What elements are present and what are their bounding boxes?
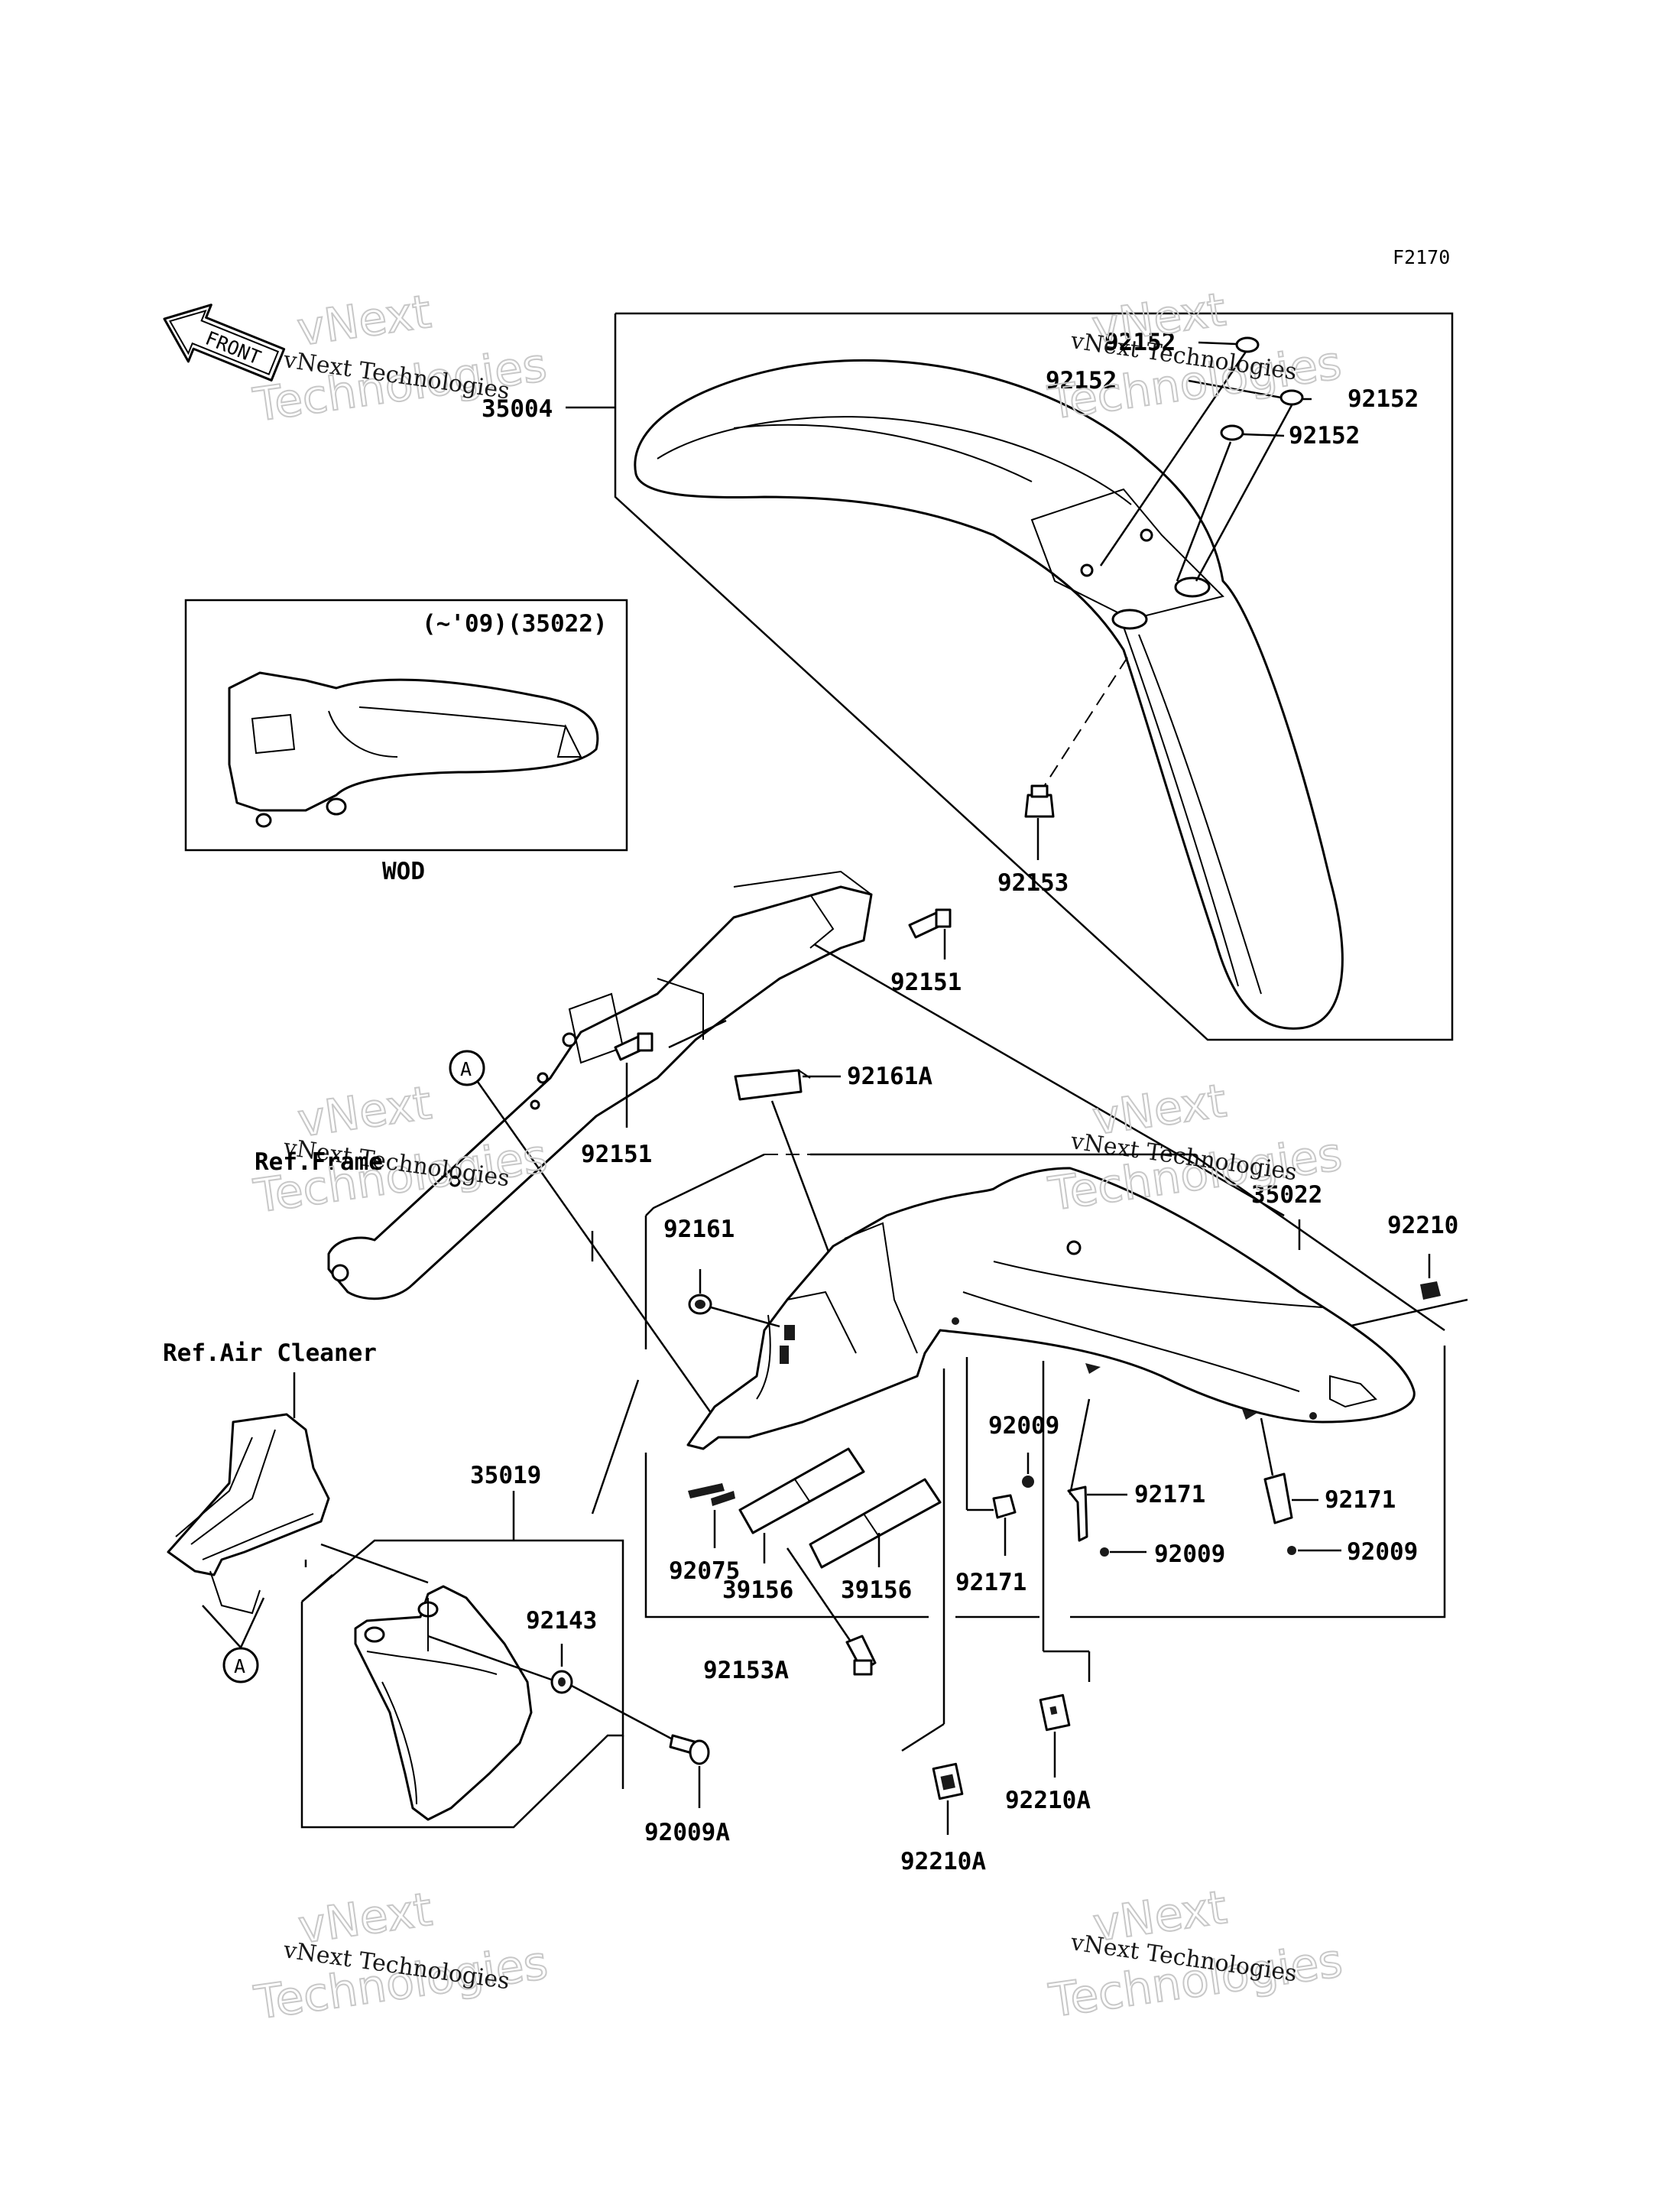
part-92143: 92143: [526, 1607, 597, 1635]
bolt-92009A: [669, 1734, 710, 1808]
part-35022: 35022: [1251, 1181, 1322, 1209]
subframe-mount-lines: [813, 943, 1285, 1217]
clip-92210A-right: [1039, 1361, 1091, 1778]
part-92151-a: 92151: [890, 969, 962, 996]
front-fender: [634, 359, 1344, 1030]
part-35019: 35019: [470, 1462, 541, 1489]
part-39156-b: 39156: [841, 1576, 912, 1604]
clamp-92171-right: [1260, 1417, 1341, 1555]
part-92152-a: 92152: [1104, 329, 1176, 356]
clip-92210: [1420, 1254, 1441, 1300]
part-35004: 35004: [482, 395, 553, 423]
pin-92075: [688, 1483, 735, 1548]
part-92210A-b: 92210A: [1005, 1787, 1091, 1814]
svg-text:vNext: vNext: [294, 285, 434, 357]
front-fender-frame: [614, 312, 1454, 1041]
part-92210: 92210: [1387, 1212, 1458, 1239]
callout-a-air-cleaner: A: [202, 1597, 265, 1683]
bolt-92153: [1024, 657, 1128, 860]
part-39156-a: 39156: [722, 1576, 793, 1604]
part-92009A: 92009A: [644, 1819, 730, 1846]
bolt-92151-upper: [908, 908, 952, 959]
inset-note: (~'09)(35022): [422, 610, 608, 638]
grommet-92161: [688, 1269, 780, 1328]
rear-fender: [686, 1167, 1416, 1450]
inset-frame: [184, 599, 628, 852]
part-92153A: 92153A: [703, 1657, 789, 1684]
clamp-92171-left: [965, 1357, 1034, 1556]
inset-caption: WOD: [382, 858, 425, 885]
part-92152-b: 92152: [1046, 367, 1117, 394]
bolt-92151-lower: [614, 1032, 654, 1128]
part-92152-c: 92152: [1348, 385, 1419, 413]
svg-text:A: A: [234, 1655, 245, 1677]
inset-rear-fender: [228, 671, 599, 828]
diagram-code: F2170: [1393, 246, 1450, 268]
clamp-92171-mid: [1067, 1398, 1146, 1557]
part-92075: 92075: [669, 1557, 740, 1585]
part-92161A: 92161A: [847, 1063, 932, 1090]
part-92210A-a: 92210A: [900, 1848, 986, 1875]
ref-frame: Ref.Frame: [255, 1148, 383, 1176]
part-92153: 92153: [997, 869, 1069, 897]
part-92171-c: 92171: [1325, 1486, 1396, 1514]
part-92161: 92161: [663, 1216, 735, 1243]
bolt-92153A: [786, 1547, 877, 1676]
part-92152-d: 92152: [1289, 422, 1360, 450]
part-92009-c: 92009: [1347, 1538, 1418, 1566]
svg-text:A: A: [460, 1058, 472, 1080]
svg-text:vNext: vNext: [294, 1076, 434, 1148]
clip-92210A-left: [901, 1368, 964, 1835]
part-92171-b: 92171: [1134, 1481, 1205, 1508]
block-92161A: [734, 1069, 841, 1255]
part-92009-b: 92009: [1154, 1541, 1225, 1568]
part-92009-a: 92009: [988, 1412, 1059, 1440]
ref-air-cleaner: Ref.Air Cleaner: [163, 1339, 377, 1367]
air-cleaner-housing: [167, 1372, 429, 1615]
pad-39156: [738, 1447, 942, 1569]
part-92151-b: 92151: [581, 1141, 652, 1168]
mud-guard: [354, 1585, 533, 1821]
part-92171-a: 92171: [955, 1569, 1026, 1596]
callout-a-frame: A: [449, 1050, 716, 1419]
washer-92143: [427, 1635, 673, 1741]
washer-92152-group: [1099, 336, 1312, 582]
mud-guard-frame: [300, 1539, 624, 1829]
